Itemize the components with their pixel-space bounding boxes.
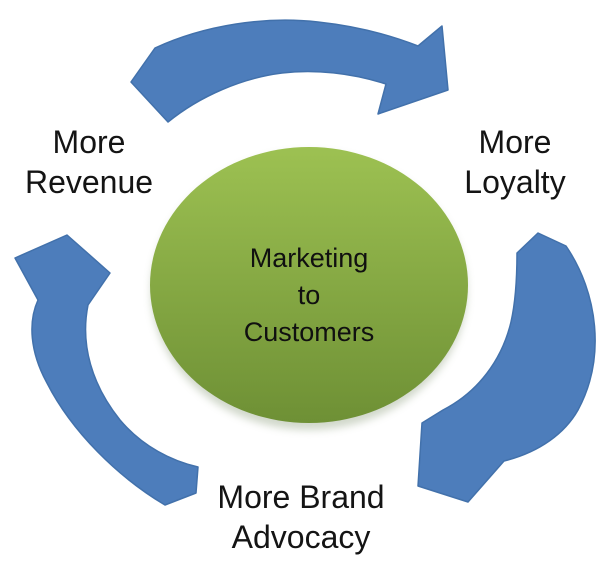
label-more-brand-advocacy-line1: More Brand (217, 479, 385, 515)
cycle-arrow-right (417, 232, 596, 503)
center-text-line3: Customers (243, 317, 375, 347)
label-more-revenue-line1: More (52, 124, 126, 160)
center-text-line2: to (297, 280, 321, 310)
label-more-brand-advocacy: More Brand Advocacy (171, 477, 431, 557)
label-more-loyalty: More Loyalty (429, 122, 601, 202)
cycle-arrow-top (130, 19, 449, 123)
label-more-loyalty-line2: Loyalty (464, 164, 566, 200)
center-text-line1: Marketing (249, 243, 369, 273)
label-more-revenue: More Revenue (3, 122, 175, 202)
cycle-arrow-left (14, 234, 199, 506)
label-more-revenue-line2: Revenue (24, 164, 154, 200)
center-ellipse (150, 147, 468, 423)
label-more-brand-advocacy-line2: Advocacy (231, 519, 371, 555)
center-ellipse-text: Marketing to Customers (189, 240, 429, 351)
label-more-loyalty-line1: More (478, 124, 552, 160)
